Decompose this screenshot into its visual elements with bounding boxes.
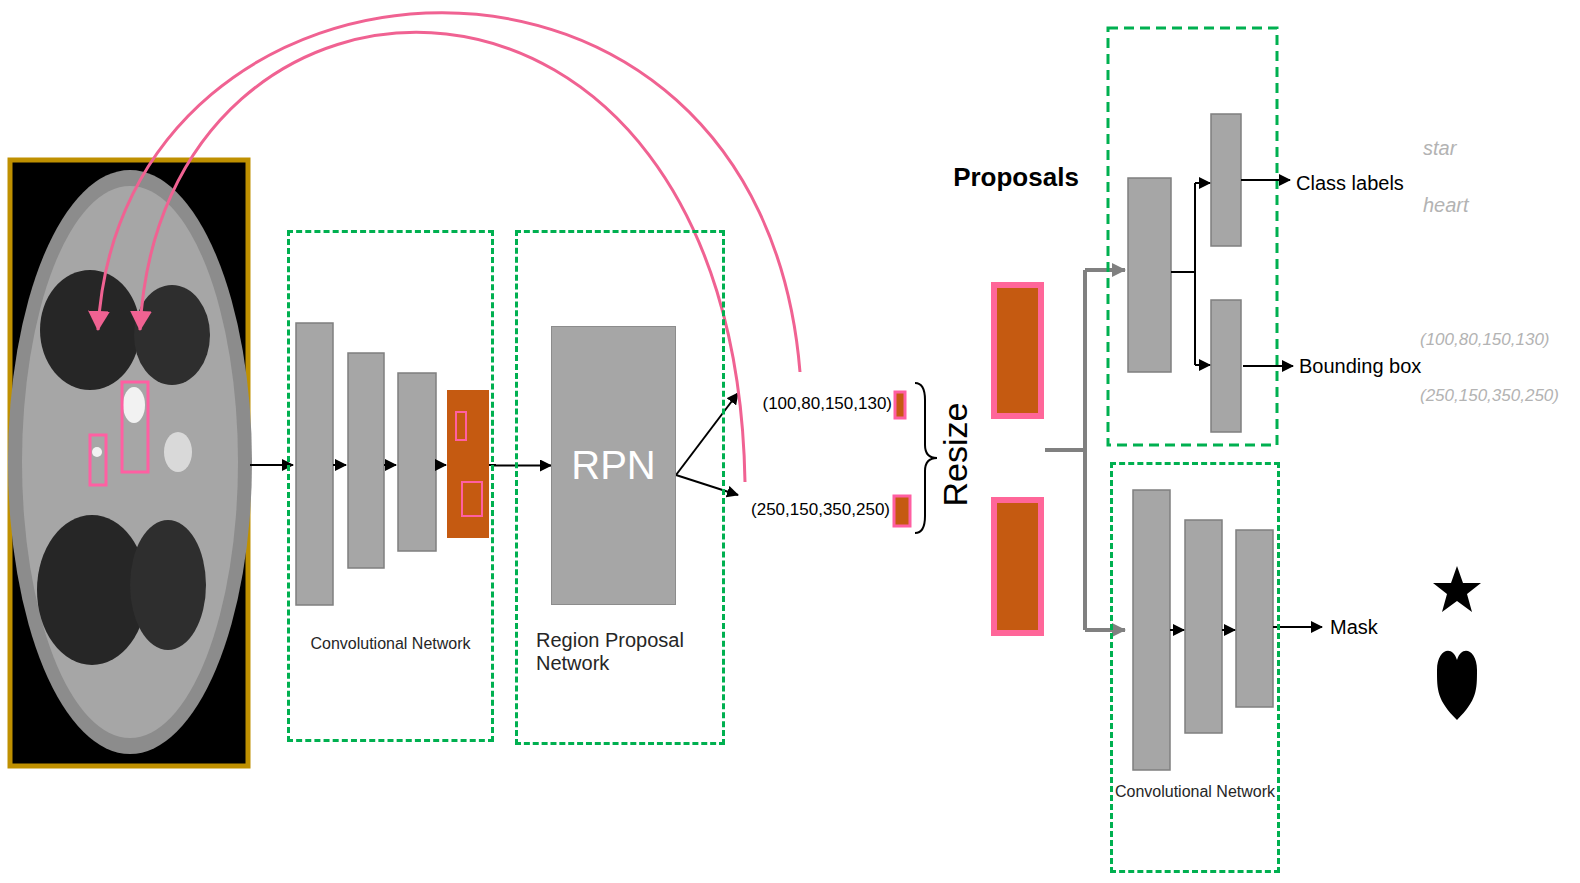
head-group	[1108, 28, 1277, 445]
head-layers	[1128, 114, 1241, 432]
flow-arrow	[494, 465, 551, 467]
group-label: Region Proposal Network	[536, 629, 720, 675]
group-label: Convolutional Network	[1113, 783, 1277, 801]
example-value: star	[1423, 137, 1456, 160]
output-label: Bounding box	[1299, 355, 1421, 378]
box-title: RPN	[571, 443, 655, 488]
output-label: Class labels	[1296, 172, 1404, 195]
box-coordinates: (100,80,150,130)	[763, 394, 893, 414]
output-label: Mask	[1330, 616, 1378, 639]
network-group: Convolutional Network	[1110, 462, 1280, 873]
star-symbol	[1433, 566, 1481, 612]
rpn-output-arrows	[676, 393, 738, 495]
proposal-thumbs	[894, 392, 910, 526]
box-coordinates: (250,150,350,250)	[751, 500, 890, 520]
network-group: Region Proposal Network RPN	[515, 230, 725, 745]
step-label: Resize	[936, 403, 975, 507]
example-value: heart	[1423, 194, 1469, 217]
ct-scan	[8, 160, 252, 766]
resized-proposals	[994, 285, 1041, 633]
example-value: (250,150,350,250)	[1420, 386, 1559, 406]
feature-map	[447, 390, 496, 538]
mapping-arcs	[98, 13, 800, 482]
example-value: (100,80,150,130)	[1420, 330, 1550, 350]
network-group: Convolutional Network	[287, 230, 494, 742]
split-lines	[1045, 270, 1125, 630]
head-arrows	[1171, 180, 1293, 366]
mask-arrows	[1170, 627, 1322, 630]
curly-brace	[915, 383, 937, 533]
group-label: Convolutional Network	[290, 635, 491, 653]
rpn-box: RPN	[551, 326, 676, 605]
layer-arrows	[333, 464, 446, 466]
mask-layers	[1133, 490, 1273, 770]
heart-symbol	[1437, 651, 1477, 720]
conv-layers	[296, 323, 436, 605]
section-heading: Proposals	[953, 163, 1079, 193]
